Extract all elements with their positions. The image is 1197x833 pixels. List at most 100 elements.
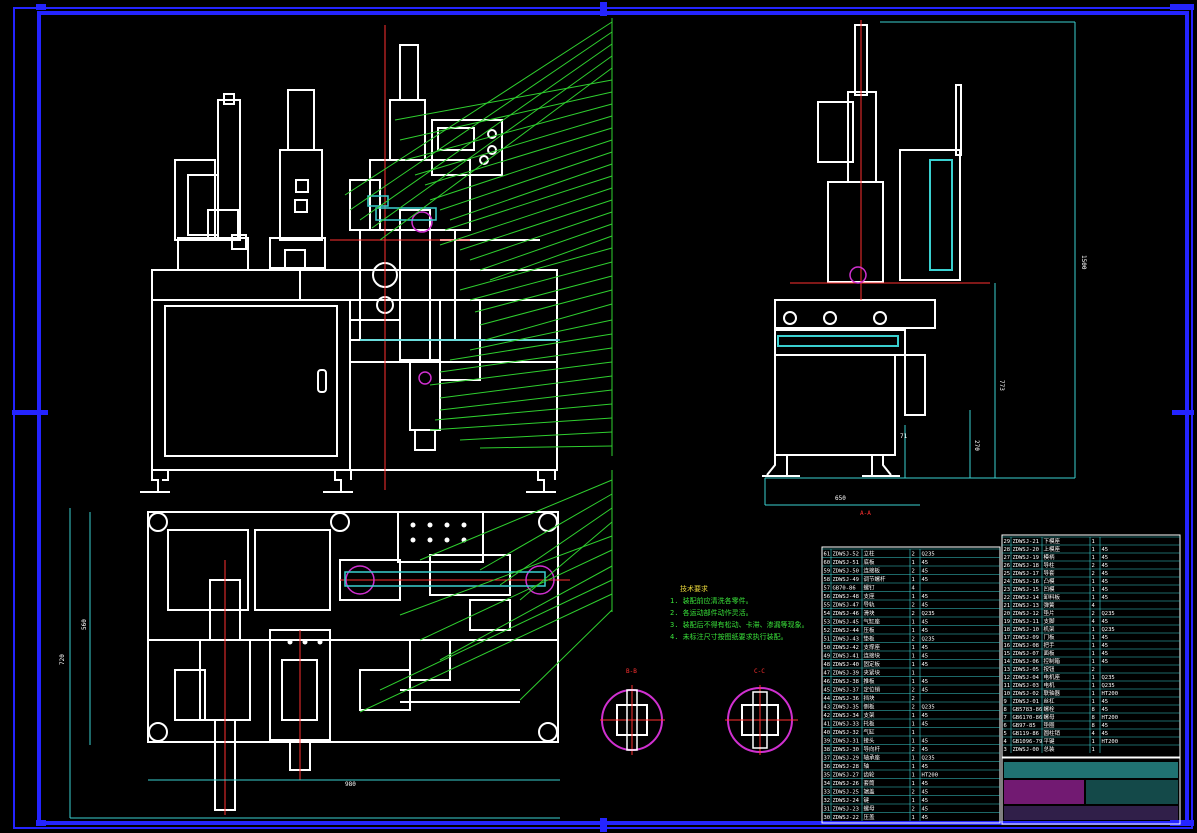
- bom-cell: 1: [1092, 579, 1095, 585]
- bom-cell: ZDWSJ-31: [833, 739, 860, 745]
- bom-cell: 1: [1092, 627, 1095, 633]
- bom-cell: 49: [824, 654, 831, 660]
- bom-cell: ZDWSJ-19: [1013, 555, 1040, 561]
- bom-cell: 1: [912, 594, 915, 600]
- bom-cell: ZDWSJ-27: [833, 773, 860, 779]
- bom-cell: 29: [1004, 539, 1011, 545]
- bom-cell: ZDWSJ-38: [833, 679, 860, 685]
- bom-cell: 30: [824, 815, 831, 821]
- bom-cell: 33: [824, 790, 831, 796]
- bom-cell: 45: [922, 790, 929, 796]
- bom-cell: 57: [824, 586, 831, 592]
- bom-cell: 1: [912, 798, 915, 804]
- bom-cell: 2: [1092, 571, 1095, 577]
- section-view-c: [725, 685, 798, 755]
- bom-cell: HT200: [922, 773, 939, 779]
- bom-cell: ZDWSJ-21: [1013, 539, 1040, 545]
- bom-cell: 2: [912, 569, 915, 575]
- bom-cell: 凹模: [1044, 585, 1056, 593]
- bom-cell: 2: [912, 790, 915, 796]
- bom-cell: 3: [1004, 747, 1007, 753]
- bom-cell: 23: [1004, 587, 1011, 593]
- bom-cell: 45: [824, 688, 831, 694]
- bom-cell: 按钮: [1044, 665, 1056, 673]
- bom-cell: 1: [912, 756, 915, 762]
- bom-cell: 2: [912, 603, 915, 609]
- plan-view: [147, 511, 559, 811]
- bom-cell: 45: [922, 798, 929, 804]
- bom-cell: ZDWSJ-25: [833, 790, 860, 796]
- bom-cell: 推板: [864, 677, 876, 685]
- bom-cell: 45: [922, 747, 929, 753]
- bom-cell: 12: [1004, 675, 1011, 681]
- bom-cell: 61: [824, 552, 831, 558]
- bom-cell: 把手: [1044, 641, 1056, 649]
- bom-cell: 28: [1004, 547, 1011, 553]
- bom-cell: 托板: [864, 720, 876, 728]
- bom-cell: 1: [1092, 547, 1095, 553]
- bom-cell: 1: [1092, 699, 1095, 705]
- bom-cell: 垫板: [864, 635, 876, 643]
- bom-cell: 45: [1102, 643, 1109, 649]
- bom-cell: 34: [824, 781, 831, 787]
- bom-cell: 51: [824, 637, 831, 643]
- bom-cell: 气缸座: [864, 618, 881, 626]
- front-view: [140, 44, 558, 493]
- section-label-b: B-B: [626, 668, 637, 675]
- bom-cell: 45: [922, 620, 929, 626]
- bom-cell: 弹簧: [1044, 601, 1056, 609]
- dim-side-low: 270: [973, 440, 980, 451]
- bom-cell: 45: [922, 628, 929, 634]
- bom-cell: 4: [912, 586, 916, 592]
- bom-cell: GB6170-86: [1013, 715, 1043, 721]
- bom-cell: 1: [1092, 539, 1095, 545]
- bom-cell: 侧板: [864, 703, 876, 711]
- bom-cell: 1: [1092, 587, 1095, 593]
- bom-cell: 36: [824, 764, 831, 770]
- bom-cell: 1: [912, 764, 915, 770]
- bom-cell: 16: [1004, 643, 1011, 649]
- bom-cell: ZDWSJ-45: [833, 620, 860, 626]
- bom-cell: 下模座: [1044, 537, 1061, 545]
- bom-cell: 接头: [864, 737, 876, 745]
- bom-cell: 模柄: [1044, 553, 1056, 561]
- bom-cell: 39: [824, 739, 831, 745]
- section-label-c: C-C: [754, 668, 765, 675]
- bom-cell: 47: [824, 671, 831, 677]
- bom-cell: Q235: [922, 705, 935, 711]
- bom-cell: Q235: [1102, 675, 1115, 681]
- bom-cell: 压盖: [864, 813, 876, 821]
- note-line: 1. 装配前应清洗各零件。: [670, 597, 753, 605]
- bom-cell: ZDWSJ-17: [1013, 571, 1040, 577]
- bom-cell: 电机: [1044, 681, 1056, 689]
- bom-cell: 总装: [1044, 745, 1056, 753]
- bom-cell: 35: [824, 773, 831, 779]
- bom-cell: 垫片: [1044, 609, 1055, 617]
- bom-cell: 2: [912, 696, 915, 702]
- notes-title: 技术要求: [680, 585, 708, 593]
- bom-cell: ZDWSJ-02: [1013, 691, 1040, 697]
- bom-cell: 24: [1004, 579, 1011, 585]
- bom-cell: ZDWSJ-28: [833, 764, 860, 770]
- bom-cell: 45: [1102, 547, 1109, 553]
- bom-cell: 53: [824, 620, 831, 626]
- bom-cell: 垫圈: [1044, 721, 1056, 729]
- bom-cell: 18: [1004, 627, 1011, 633]
- bom-cell: 8: [1092, 715, 1095, 721]
- bom-cell: 45: [1102, 619, 1109, 625]
- bom-cell: ZDWSJ-23: [833, 807, 860, 813]
- bom-cell: ZDWSJ-51: [833, 560, 860, 566]
- bom-cell: 键: [864, 796, 870, 804]
- bom-cell: 4: [1004, 739, 1008, 745]
- bom-cell: 55: [824, 603, 831, 609]
- bom-cell: 气缸: [864, 728, 876, 736]
- bom-cell: 46: [824, 679, 831, 685]
- bom-cell: 45: [922, 560, 929, 566]
- bom-cell: 45: [1102, 587, 1109, 593]
- bom-cell: 1: [1092, 691, 1095, 697]
- bom-cell: 20: [1004, 611, 1011, 617]
- bom-cell: ZDWSJ-01: [1013, 699, 1040, 705]
- bom-cell: 2: [912, 807, 915, 813]
- bom-cell: ZDWSJ-18: [1013, 563, 1040, 569]
